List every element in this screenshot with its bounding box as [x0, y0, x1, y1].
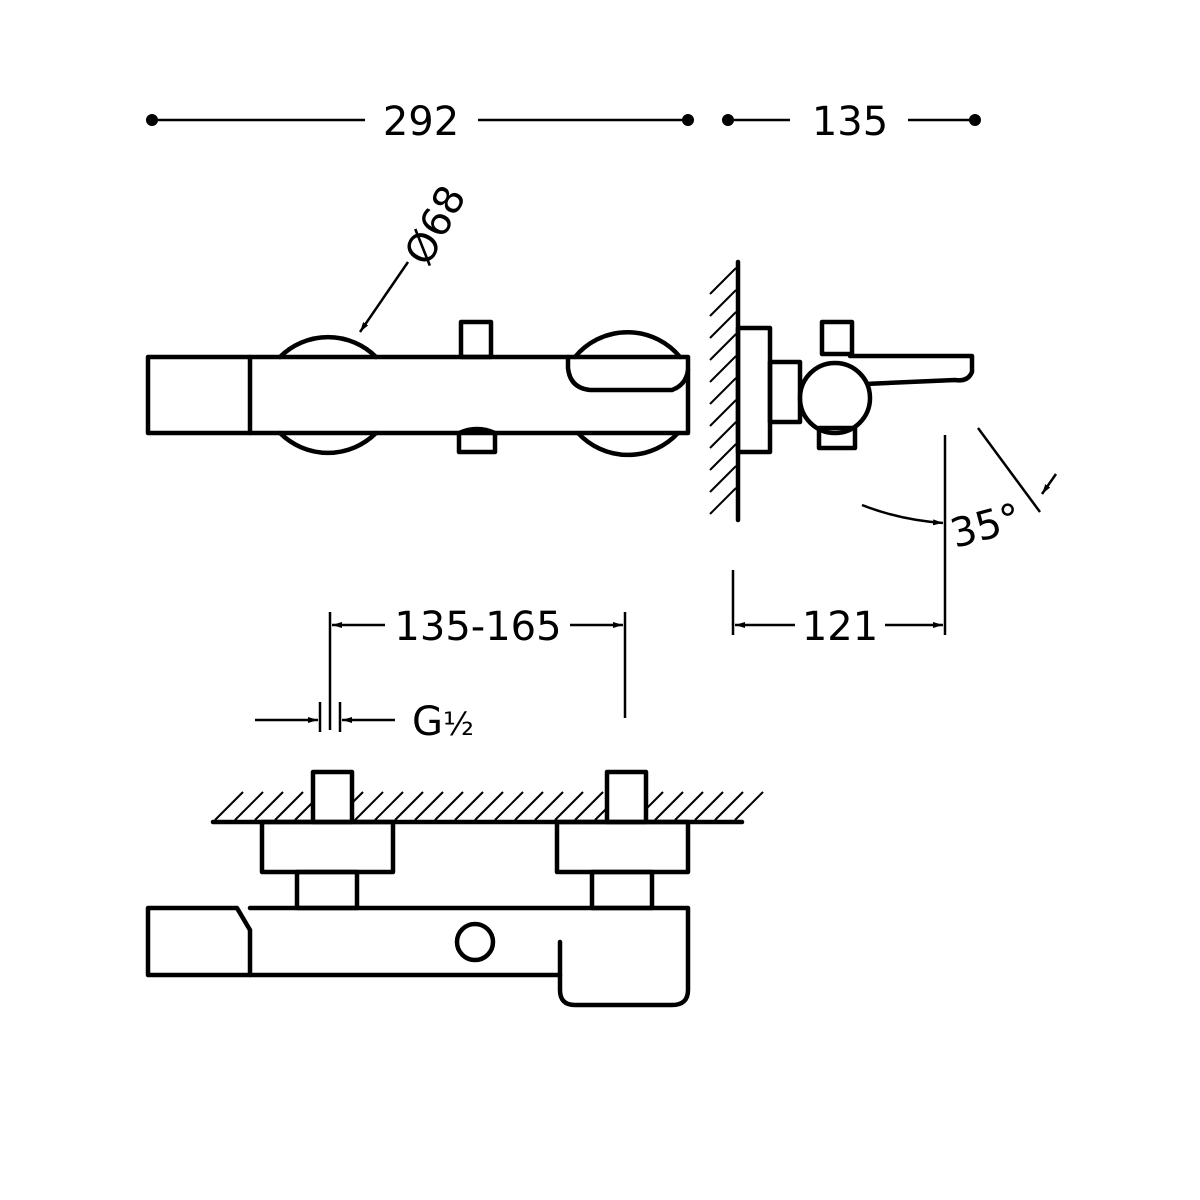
hatch-line — [454, 791, 484, 821]
dimension-121-label: 121 — [802, 604, 878, 650]
hatch-line — [674, 791, 704, 821]
hatch-line — [274, 791, 304, 821]
hatch-line — [554, 791, 584, 821]
hatch-line — [414, 791, 444, 821]
angle-label: 35° — [946, 495, 1026, 558]
hatch-line — [534, 791, 564, 821]
dimension-292: 292 — [146, 99, 694, 145]
dimension-292-label: 292 — [383, 99, 459, 145]
dimension-121: 121 — [731, 570, 943, 650]
dimension-135-165-label: 135-165 — [394, 604, 561, 650]
hatch-line — [494, 791, 524, 821]
thread-label: G½ — [412, 699, 474, 745]
thread-callout: G½ — [255, 699, 474, 745]
side-view — [709, 259, 975, 523]
hatch-line — [694, 791, 724, 821]
hatch-line — [654, 791, 684, 821]
hatch-line — [474, 791, 504, 821]
diameter-callout: Ø68 — [358, 178, 476, 333]
hatch-line — [514, 791, 544, 821]
diameter-label: Ø68 — [396, 178, 475, 272]
hatch-line — [394, 791, 424, 821]
hatch-line — [734, 791, 764, 821]
hatch-line — [214, 791, 244, 821]
hatch-line — [254, 791, 284, 821]
front-view — [145, 319, 691, 458]
hatch-line — [374, 791, 404, 821]
plan-view — [145, 769, 764, 1008]
dimension-135-165: 135-165 — [328, 604, 627, 730]
wall-hatch-bottom — [214, 791, 764, 821]
hatch-line — [434, 791, 464, 821]
hatch-line — [574, 791, 604, 821]
dimension-135: 135 — [722, 99, 981, 145]
hatch-line — [714, 791, 744, 821]
hatch-line — [234, 791, 264, 821]
wall-hatch — [709, 267, 737, 515]
hatch-line — [354, 791, 384, 821]
dimension-135-label: 135 — [812, 99, 888, 145]
angle-callout: 35° — [861, 427, 1058, 635]
